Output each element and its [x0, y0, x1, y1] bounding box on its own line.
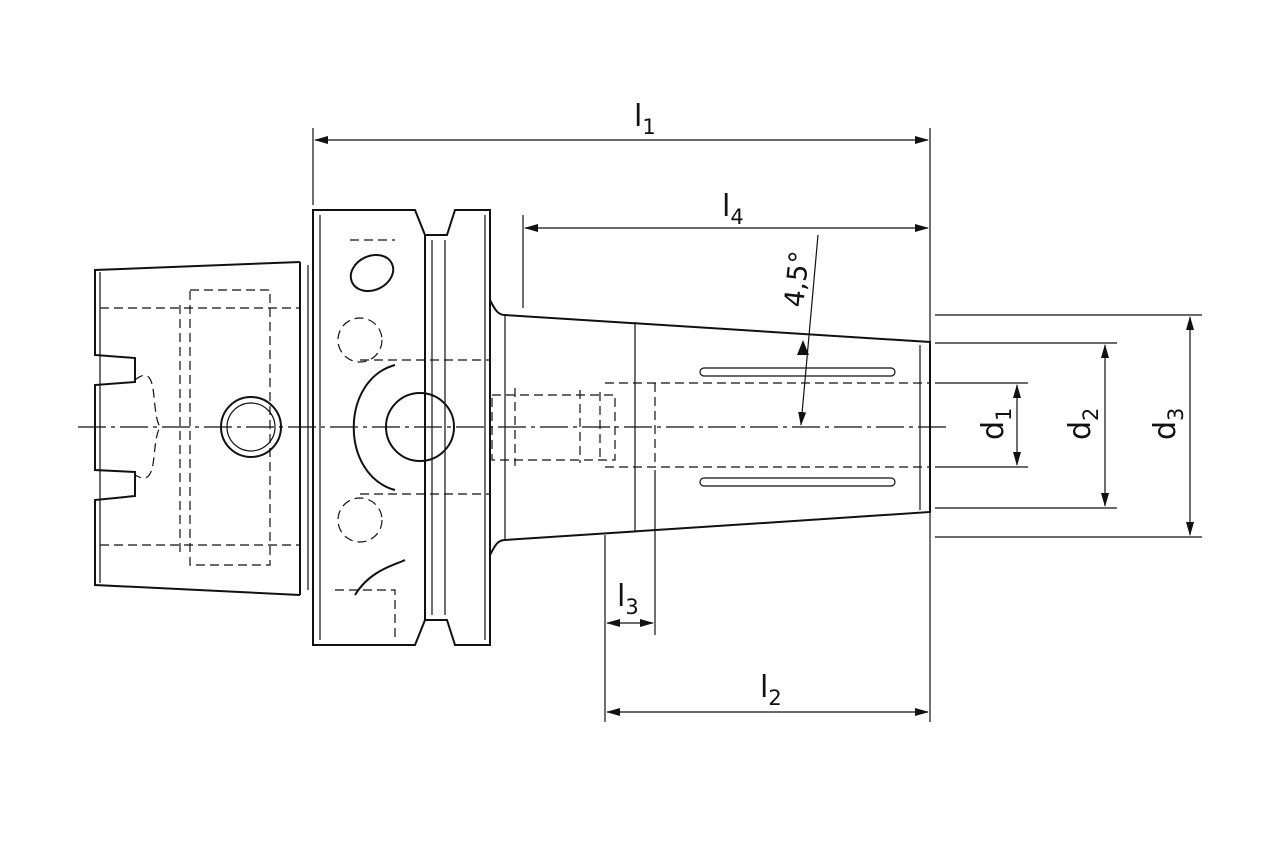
label-l4: l4	[722, 189, 744, 229]
label-angle: 4,5°	[779, 249, 816, 308]
label-d2: d2	[1063, 408, 1103, 440]
label-l2: l2	[760, 670, 782, 710]
hsk-shank	[94, 261, 301, 596]
shrink-shank	[489, 299, 931, 556]
extension-lines	[312, 128, 1202, 722]
angle-arrow	[797, 340, 809, 355]
dim-angle-line	[798, 234, 819, 426]
label-l1: l1	[634, 99, 656, 139]
label-d3: d3	[1148, 408, 1188, 440]
label-l3: l3	[617, 579, 639, 619]
label-d1: d1	[976, 408, 1016, 440]
flange	[307, 209, 491, 646]
